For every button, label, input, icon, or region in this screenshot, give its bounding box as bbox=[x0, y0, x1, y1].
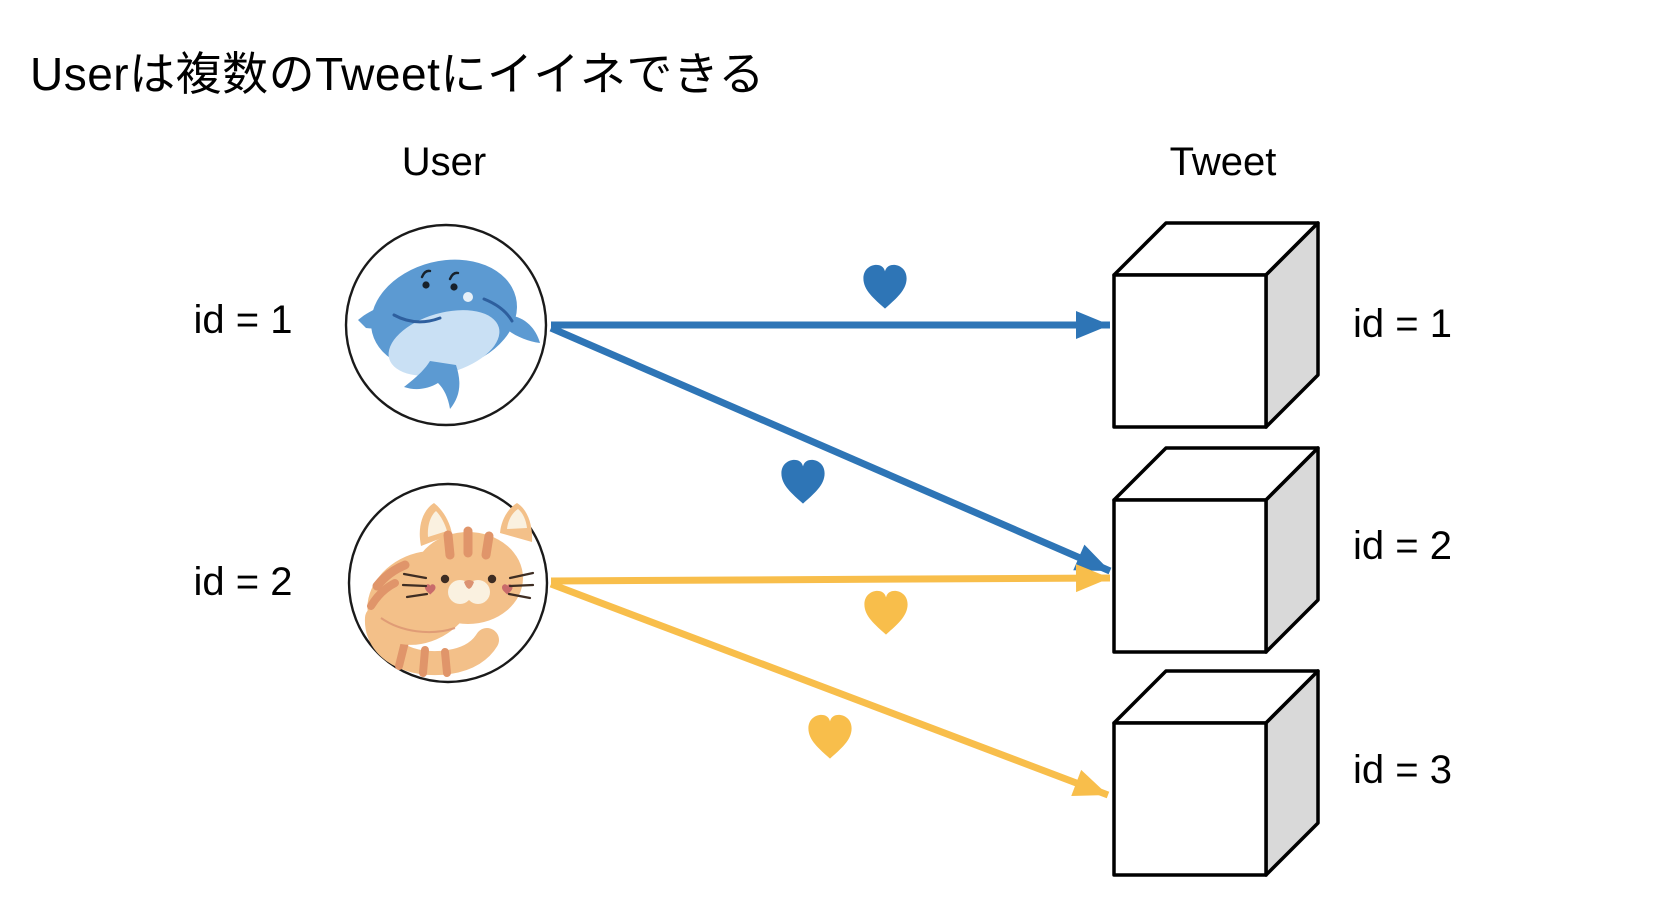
cat-illustration bbox=[365, 503, 535, 677]
cat-nose bbox=[464, 580, 474, 589]
cube-front-face bbox=[1112, 721, 1268, 877]
dolphin-illustration bbox=[358, 259, 540, 409]
page-title: Userは複数のTweetにイイネできる bbox=[30, 48, 765, 100]
heart-icon bbox=[864, 590, 908, 635]
cat-eye bbox=[487, 574, 497, 584]
heart-icon bbox=[808, 714, 852, 759]
like-arrow-user2-tweet2 bbox=[550, 564, 1111, 593]
tweet-cube-2 bbox=[1112, 446, 1320, 654]
heart-icon bbox=[863, 264, 907, 309]
user-column-heading: User bbox=[401, 140, 487, 184]
tweet-cube-3 bbox=[1112, 669, 1320, 877]
tweet-column-heading: Tweet bbox=[1169, 140, 1277, 184]
user-1-id-label: id = 1 bbox=[193, 298, 293, 342]
dolphin-avatar bbox=[344, 223, 548, 427]
dolphin-tail bbox=[404, 361, 460, 409]
user-2-id-label: id = 2 bbox=[193, 560, 293, 604]
dolphin-belly bbox=[388, 310, 500, 376]
dolphin-mouth bbox=[392, 313, 442, 324]
cat-whiskers bbox=[401, 571, 535, 600]
cube-front-face bbox=[1112, 498, 1268, 654]
tweet-cube-1 bbox=[1112, 221, 1320, 429]
cat-cheek-heart bbox=[425, 584, 436, 595]
dolphin-beak bbox=[358, 305, 402, 329]
cube-front-face bbox=[1112, 273, 1268, 429]
tweet-1-id-label: id = 1 bbox=[1353, 302, 1452, 346]
cat-avatar bbox=[347, 482, 549, 684]
cat-eye bbox=[440, 574, 450, 584]
dolphin-eye bbox=[422, 281, 430, 289]
tweet-3-id-label: id = 3 bbox=[1353, 748, 1452, 792]
dolphin-eye bbox=[450, 283, 458, 291]
like-arrow-user1-tweet2 bbox=[549, 324, 1112, 575]
cat-head bbox=[413, 532, 523, 624]
heart-icon bbox=[781, 459, 825, 504]
tweet-2-id-label: id = 2 bbox=[1353, 524, 1452, 568]
